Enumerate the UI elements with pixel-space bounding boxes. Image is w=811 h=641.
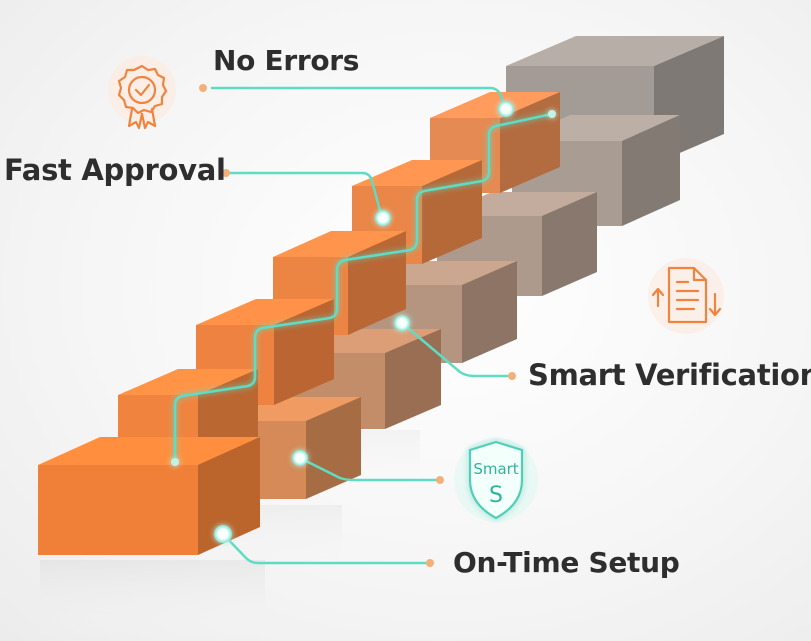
connector-lines bbox=[173, 86, 554, 565]
no-errors-connector bbox=[210, 86, 508, 112]
block-orange-2 bbox=[352, 160, 482, 264]
progress-line bbox=[173, 112, 554, 464]
label-fast-approval: Fast Approval bbox=[4, 153, 226, 187]
fast-approval-connector bbox=[224, 171, 384, 220]
label-on-time-setup: On-Time Setup bbox=[453, 546, 680, 579]
smart-shield-icon: Smart S bbox=[454, 438, 538, 522]
label-lead-dots bbox=[199, 84, 516, 567]
block-stack bbox=[38, 36, 724, 555]
shield-symbol: S bbox=[489, 483, 503, 508]
label-smart-verification: Smart Verification bbox=[528, 358, 811, 392]
check-badge-icon bbox=[108, 56, 176, 130]
document-sync-icon bbox=[648, 258, 724, 334]
label-no-errors: No Errors bbox=[213, 44, 360, 77]
smart-verification-connector bbox=[400, 321, 514, 378]
milestone-dots bbox=[171, 101, 556, 543]
block-orange-base bbox=[38, 437, 260, 555]
shield-label: Smart bbox=[473, 460, 518, 478]
on-time-setup-connector bbox=[221, 532, 432, 565]
smart-shield-connector bbox=[298, 456, 442, 482]
